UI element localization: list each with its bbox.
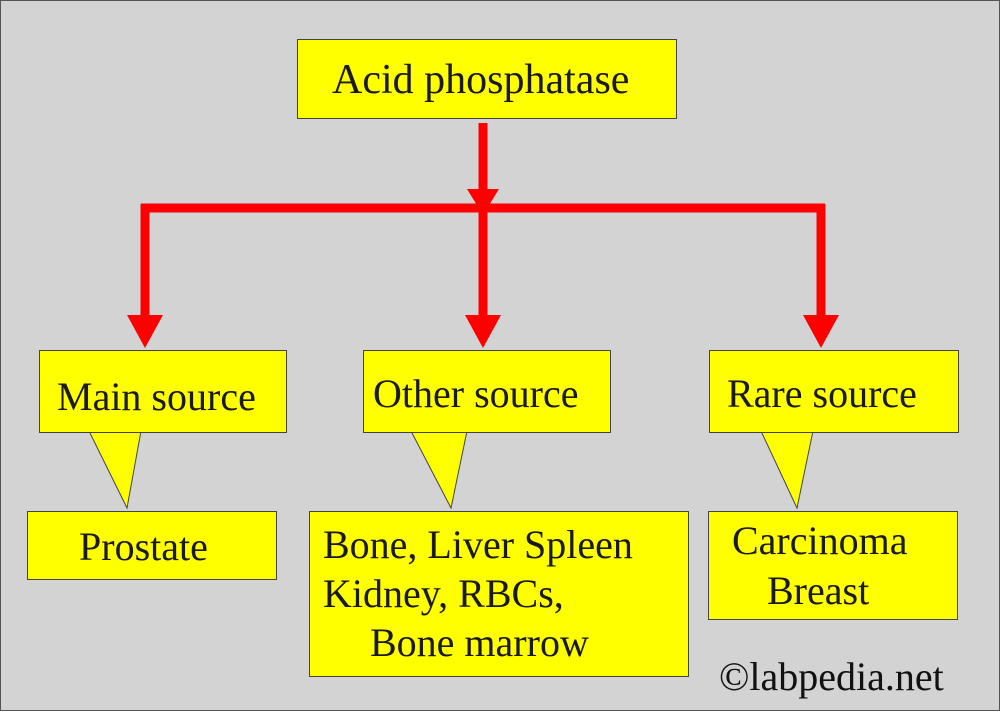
copyright-watermark: ©labpedia.net — [719, 654, 944, 699]
rare-source-label: Rare source — [727, 371, 917, 416]
other-detail-line-3: Bone marrow — [370, 620, 589, 665]
title-text: Acid phosphatase — [332, 57, 630, 103]
main-callout-tail — [88, 430, 142, 510]
other-detail-line-1: Bone, Liver Spleen — [323, 522, 633, 567]
title-box: Acid phosphatase — [297, 39, 677, 119]
rare-detail-line-1: Carcinoma — [732, 518, 908, 563]
prostate-box: Prostate — [27, 511, 277, 580]
main-source-box: Main source — [39, 350, 287, 433]
prostate-text: Prostate — [79, 524, 208, 569]
other-source-box: Other source — [363, 350, 611, 433]
rare-detail-line-2: Breast — [767, 568, 870, 613]
right-arrowhead — [803, 315, 839, 348]
middle-arrowhead — [465, 315, 501, 348]
other-source-detail-box: Bone, Liver Spleen Kidney, RBCs, Bone ma… — [309, 511, 689, 677]
rare-source-detail-box: Carcinoma Breast — [708, 511, 958, 620]
other-source-label: Other source — [373, 371, 579, 416]
other-callout-tail — [410, 430, 468, 510]
rare-source-box: Rare source — [709, 350, 959, 433]
rare-callout-tail — [760, 430, 814, 510]
other-detail-line-2: Kidney, RBCs, — [323, 571, 564, 616]
main-source-label: Main source — [57, 374, 256, 419]
top-arrowhead — [467, 189, 499, 215]
left-arrowhead — [127, 315, 163, 348]
